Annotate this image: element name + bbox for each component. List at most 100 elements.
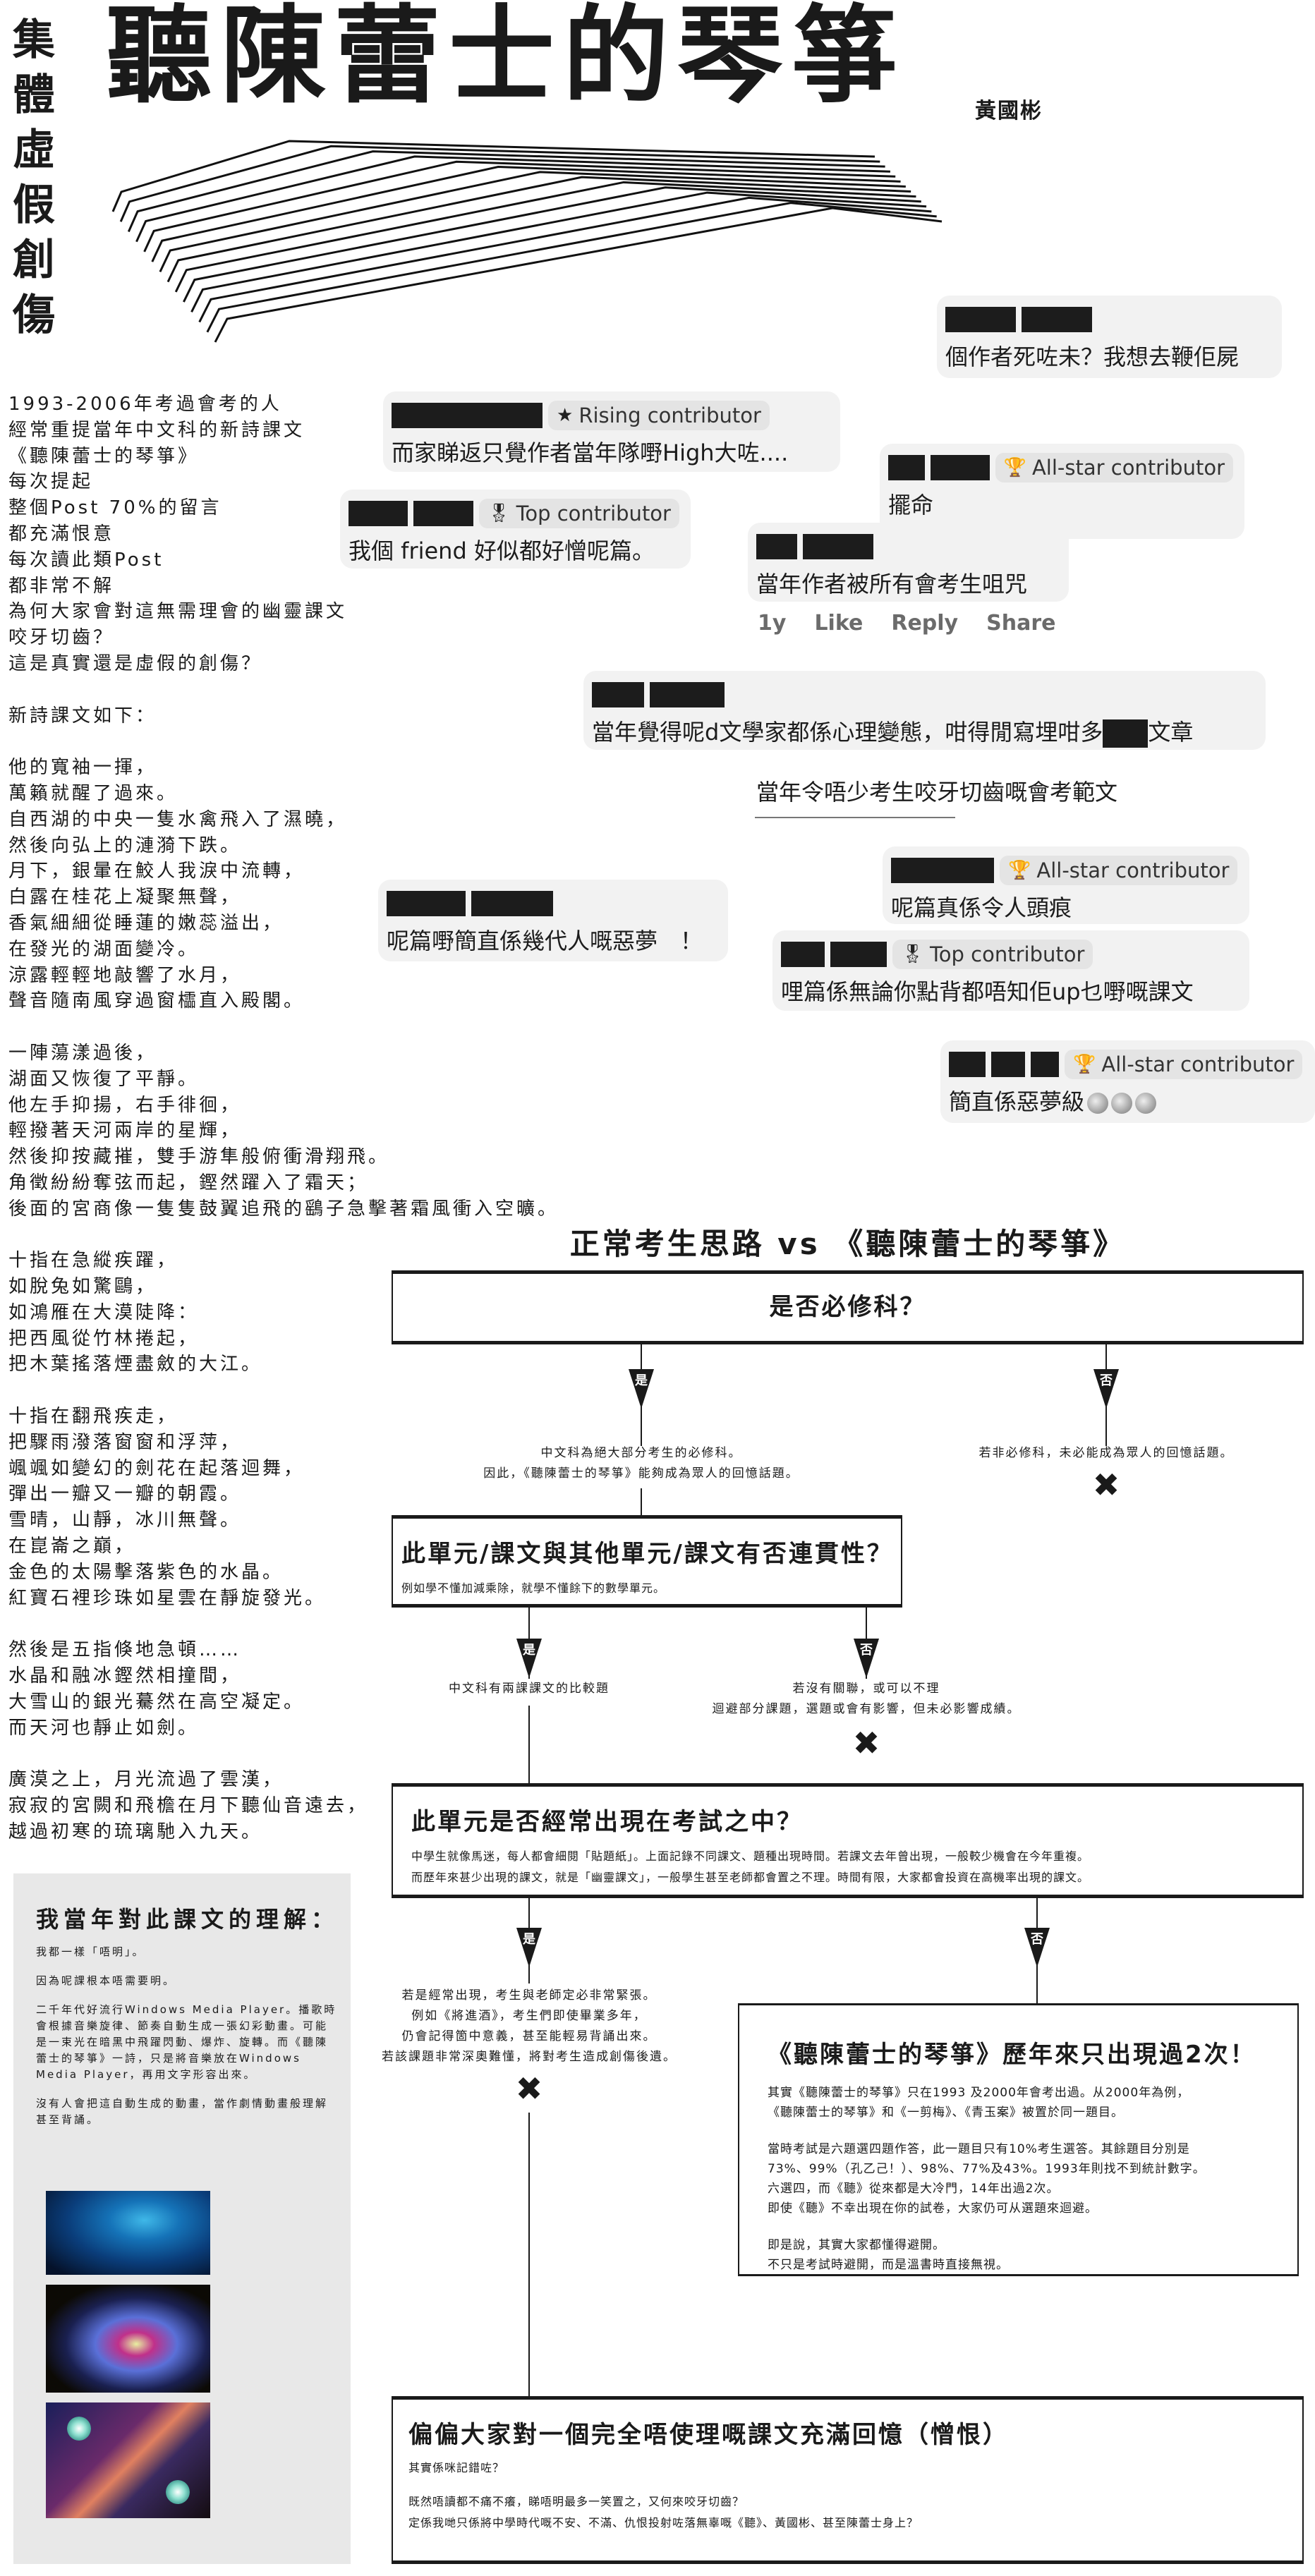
vertical-title-char: 假 bbox=[13, 181, 55, 230]
comment-text: 個作者死咗未？我想去鞭佢屍 bbox=[945, 339, 1271, 372]
conclusion-title: 偏偏大家對一個完全唔使理嘅課文充滿回憶（憎恨） bbox=[408, 2421, 1009, 2449]
string-line bbox=[214, 207, 943, 343]
conclusion-line: 其實係咪記錯咗？ bbox=[408, 2461, 505, 2474]
redacted-username bbox=[392, 403, 543, 428]
note-title: 我當年對此課文的理解： bbox=[36, 1906, 339, 1933]
badge-label: All-star contributor bbox=[1031, 456, 1225, 480]
question-subtitle: 例如學不懂加減乘除，就學不懂餘下的數學單元。 bbox=[401, 1581, 666, 1595]
stanza: 1993-2006年考過會考的人經常重提當年中文科的新詩課文《聽陳蕾士的琴箏》每… bbox=[8, 391, 559, 677]
string-line bbox=[119, 145, 880, 222]
text-line: 他左手抑揚，右手徘徊， bbox=[8, 1094, 242, 1116]
text-line: 然後是五指倏地急頓…… bbox=[8, 1639, 242, 1661]
branch-text-line: 例如《將進酒》，考生們即使畢業多年， bbox=[411, 2009, 647, 2023]
text-line: 而天河也靜止如劍。 bbox=[8, 1717, 200, 1739]
text-line: 月下，銀暈在鮫人我淚中流轉， bbox=[8, 861, 305, 882]
text-line: 一陣蕩漾過後， bbox=[8, 1042, 157, 1064]
result-line: 不只是考試時避開，而是溫書時直接無視。 bbox=[768, 2258, 1009, 2272]
text-line: 咬牙切齒？ bbox=[8, 627, 115, 649]
trophy-icon: 🏆 bbox=[1008, 860, 1031, 881]
comment-header: 🏆All-star contributor bbox=[891, 855, 1238, 886]
text-line: 水晶和融冰鏗然相撞間， bbox=[8, 1665, 242, 1687]
branch-text-line: 迴避部分課題，選題或會有影響，但未必影響成績。 bbox=[712, 1702, 1021, 1716]
grimace-emoji-icon bbox=[1111, 1093, 1133, 1114]
reply-button[interactable]: Reply bbox=[891, 611, 959, 636]
comment-text: 簡直係惡夢級 bbox=[949, 1084, 1304, 1117]
text-line: 廣漠之上，月光流過了雲漢， bbox=[8, 1769, 284, 1791]
comment-bubble: 個作者死咗未？我想去鞭佢屍 bbox=[937, 296, 1282, 378]
text-line: 聲音隨南風穿過窗櫺直入殿閣。 bbox=[8, 990, 305, 1012]
intro-and-poem: 1993-2006年考過會考的人經常重提當年中文科的新詩課文《聽陳蕾士的琴箏》每… bbox=[8, 391, 559, 1871]
text-line: 1993-2006年考過會考的人 bbox=[8, 394, 282, 415]
medal-icon: 🎖 bbox=[487, 503, 511, 524]
note-body: 我都一樣「唔明」。因為呢課根本唔需要明。二千年代好流行Windows Media… bbox=[36, 1944, 339, 2141]
stanza: 一陣蕩漾過後，湖面又恢復了平靜。他左手抑揚，右手徘徊，輕撥著天河兩岸的星輝，然後… bbox=[8, 1040, 559, 1222]
contributor-badge: 🎖Top contributor bbox=[478, 499, 679, 528]
text-line: 颯颯如變幻的劍花在起落迴舞， bbox=[8, 1457, 305, 1479]
text-line: 他的寬袖一揮， bbox=[8, 757, 157, 779]
x-mark-icon: ✖ bbox=[515, 2070, 543, 2108]
light-orb bbox=[67, 2417, 91, 2441]
text-line: 在崑崙之巔， bbox=[8, 1536, 136, 1557]
contributor-badge: 🏆All-star contributor bbox=[995, 453, 1233, 482]
yes-marker: 是 bbox=[629, 1369, 654, 1409]
comment-text: 哩篇係無論你點背都唔知佢up乜嘢嘅課文 bbox=[781, 974, 1238, 1007]
caption-text: 當年令唔少考生咬牙切齒嘅會考範文 bbox=[756, 779, 1118, 806]
branch-text-line: 因此，《聽陳蕾士的琴箏》能夠成為眾人的回憶話題。 bbox=[483, 1466, 799, 1481]
page-title: 聽陳蕾士的琴箏 bbox=[106, 0, 907, 118]
comment-bubble: 呢篇嘢簡直係幾代人嘅惡夢 ！ bbox=[378, 880, 728, 961]
result-line: 《聽陳蕾士的琴箏》和《一剪梅》、《青玉案》被置於同一題目。 bbox=[768, 2106, 1124, 2120]
comment-text: 而家睇返只覺作者當年隊嘢High大咗.... bbox=[392, 435, 829, 468]
branch-text-line: 若非必修科，未必能成為眾人的回憶話題。 bbox=[978, 1446, 1234, 1460]
connector-line bbox=[641, 1488, 642, 1515]
comment-header: ★Rising contributor bbox=[392, 400, 829, 431]
result-body: 其實《聽陳蕾士的琴箏》只在1993 及2000年會考出過。从2000年為例，《聽… bbox=[768, 2083, 1206, 2292]
badge-label: Rising contributor bbox=[578, 403, 761, 427]
contributor-badge: 🎖Top contributor bbox=[892, 940, 1093, 969]
share-button[interactable]: Share bbox=[986, 611, 1056, 636]
branch-text-line: 中文科有兩課課文的比較題 bbox=[449, 1682, 610, 1696]
comment-text-content: 呢篇嘢簡直係幾代人嘅惡夢 ！ bbox=[387, 928, 703, 954]
connector-line bbox=[528, 1706, 530, 1783]
string-line bbox=[159, 171, 906, 273]
stanza: 十指在翻飛疾走，把驟雨潑落窗窗和浮萍，颯颯如變幻的劍花在起落迴舞，彈出一瓣又一瓣… bbox=[8, 1404, 559, 1611]
redacted-username bbox=[650, 682, 725, 707]
text-line: 在發光的湖面變冷。 bbox=[8, 938, 200, 960]
redacted-word bbox=[1103, 719, 1149, 748]
comment-text: 我個 friend 好似都好憎呢篇。 bbox=[349, 533, 679, 566]
string-line bbox=[135, 155, 890, 243]
comment-text: 呢篇嘢簡直係幾代人嘅惡夢 ！ bbox=[387, 923, 717, 956]
string-line bbox=[206, 202, 937, 333]
text-line: 寂寂的宮闕和飛檐在月下聽仙音遠去， bbox=[8, 1795, 369, 1817]
trophy-icon: 🏆 bbox=[1073, 1054, 1096, 1075]
branch-text: 若是經常出現，考生與老師定必非常緊張。例如《將進酒》，考生們即使畢業多年，仍會記… bbox=[382, 1986, 677, 2067]
comment-text-content: 個作者死咗未？我想去鞭佢屍 bbox=[945, 344, 1240, 370]
text-line: 把木葉搖落煙盡斂的大江。 bbox=[8, 1354, 263, 1375]
text-line: 如脫兔如驚鷗， bbox=[8, 1276, 157, 1298]
text-line: 這是真實還是虛假的創傷？ bbox=[8, 652, 263, 674]
comment-header: 🏆All-star contributor bbox=[888, 452, 1233, 483]
question-subtitle: 中學生就像馬迷，每人都會細閱「貼題紙」。上面記錄不同課文、題種出現時間。若課文去… bbox=[411, 1846, 1089, 1888]
no-marker: 否 bbox=[854, 1639, 879, 1678]
redacted-username bbox=[931, 455, 990, 480]
vertical-title-char: 創 bbox=[13, 236, 55, 285]
comment-text: 擺命 bbox=[888, 487, 1233, 520]
comment-text-content: 簡直係惡夢級 bbox=[949, 1088, 1085, 1115]
question-title: 此單元是否經常出現在考試之中？ bbox=[411, 1808, 803, 1836]
text-line: 十指在急縱疾躍， bbox=[8, 1250, 178, 1272]
text-line: 新詩課文如下： bbox=[8, 705, 157, 727]
text-line: 《聽陳蕾士的琴箏》 bbox=[8, 445, 200, 467]
badge-label: Top contributor bbox=[516, 502, 671, 525]
flowchart-title: 正常考生思路 vs 《聽陳蕾士的琴箏》 bbox=[569, 1227, 1126, 1261]
redacted-username bbox=[1031, 1052, 1059, 1077]
text-line: 每次讀此類Post bbox=[8, 549, 164, 571]
redacted-username bbox=[803, 534, 873, 559]
light-orb bbox=[166, 2480, 190, 2504]
like-button[interactable]: Like bbox=[814, 611, 863, 636]
branch-text: 若非必修科，未必能成為眾人的回憶話題。 bbox=[979, 1443, 1234, 1464]
string-line bbox=[190, 191, 927, 312]
text-line: 輕撥著天河兩岸的星輝， bbox=[8, 1120, 242, 1142]
text-line: 角徵紛紛奪弦而起，鏗然躍入了霜天； bbox=[8, 1172, 369, 1193]
comment-text-content: 我個 friend 好似都好憎呢篇。 bbox=[349, 537, 655, 564]
